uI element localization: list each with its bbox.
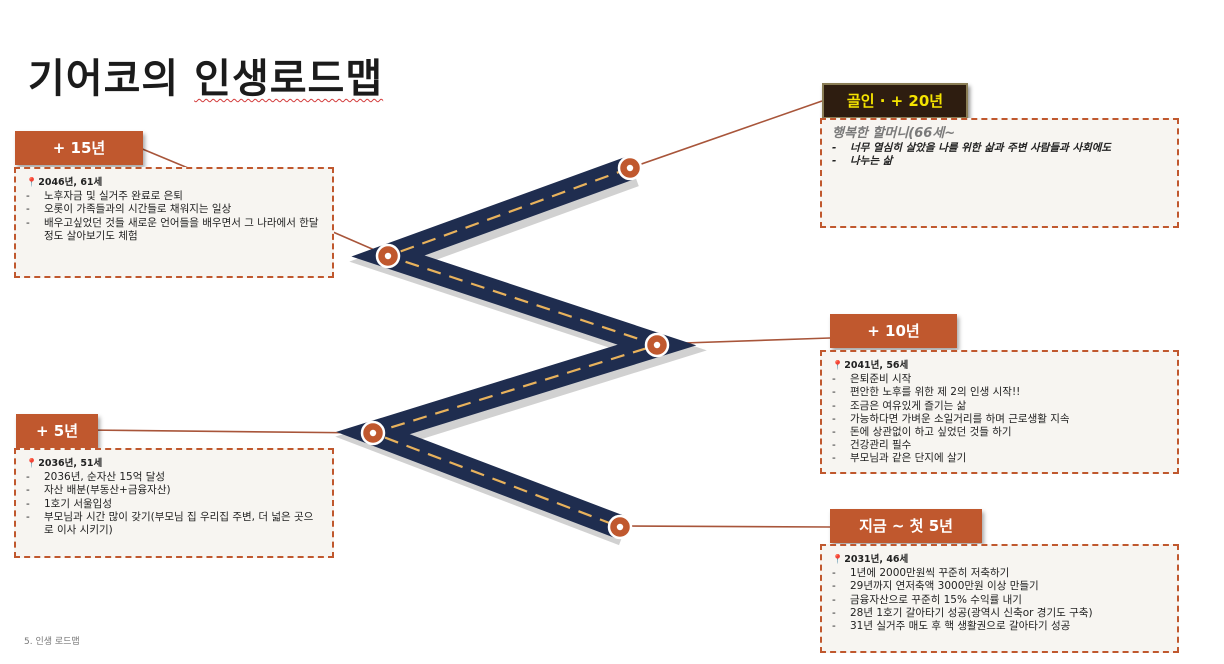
stage-list: 2036년, 순자산 15억 달성자산 배분(부동산+금융자산)1호기 서울입성… xyxy=(26,471,322,537)
list-item: 28년 1호기 갈아타기 성공(광역시 신축or 경기도 구축) xyxy=(832,607,1167,620)
list-item: 부모님과 시간 많이 갖기(부모님 집 우리집 주변, 더 넓은 곳으로 이사 … xyxy=(26,511,322,537)
list-item: 편안한 노후를 위한 제 2의 인생 시작!! xyxy=(832,386,1167,399)
stage-head: 📍2031년, 46세 xyxy=(832,554,909,565)
connector-line-15 xyxy=(139,147,189,169)
waypoint-marker xyxy=(607,514,633,540)
stage-tag-0: 지금 ~ 첫 5년 xyxy=(830,509,982,543)
list-item: 부모님과 같은 단지에 살기 xyxy=(832,452,1167,465)
stage-head: 📍2046년, 61세 xyxy=(26,177,103,188)
stage-head: 📍2036년, 51세 xyxy=(26,458,103,469)
pin-icon: 📍 xyxy=(832,361,844,371)
stage-tag-20: 골인 · + 20년 xyxy=(822,83,968,119)
list-item: 은퇴준비 시작 xyxy=(832,373,1167,386)
stage-box-5: 📍2036년, 51세 2036년, 순자산 15억 달성자산 배분(부동산+금… xyxy=(14,448,334,558)
list-item: 2036년, 순자산 15억 달성 xyxy=(26,471,322,484)
page-title-underlined: 인생로드맵 xyxy=(194,56,384,102)
pin-icon: 📍 xyxy=(26,178,38,188)
list-item: 가능하다면 가벼운 소일거리를 하며 근로생활 지속 xyxy=(832,413,1167,426)
stage-list: 은퇴준비 시작편안한 노후를 위한 제 2의 인생 시작!!조금은 여유있게 즐… xyxy=(832,373,1167,466)
list-item: 1년에 2000만원씩 꾸준히 저축하기 xyxy=(832,567,1167,580)
page-title-plain: 기어코의 xyxy=(28,56,195,102)
list-item: 너무 열심히 살았을 나를 위한 삶과 주변 사람들과 사회에도 xyxy=(832,142,1167,155)
list-item: 노후자금 및 실거주 완료로 은퇴 xyxy=(26,190,322,203)
list-item: 나누는 삶 xyxy=(832,155,1167,168)
slide-footer: 5. 인생 로드맵 xyxy=(24,637,80,647)
waypoint-markers xyxy=(360,155,670,540)
stage-list: 1년에 2000만원씩 꾸준히 저축하기29년까지 연저축액 3000만원 이상… xyxy=(832,567,1167,633)
list-item: 1호기 서울입성 xyxy=(26,498,322,511)
list-item: 31년 실거주 매도 후 핵 생활권으로 갈아타기 성공 xyxy=(832,620,1167,633)
waypoint-marker xyxy=(360,420,386,446)
list-item: 배우고싶었던 것들 새로운 언어들을 배우면서 그 나라에서 한달정도 살아보기… xyxy=(26,217,322,243)
list-item: 건강관리 필수 xyxy=(832,439,1167,452)
stage-list: 노후자금 및 실거주 완료로 은퇴오롯이 가족들과의 시간들로 채워지는 일상배… xyxy=(26,190,322,243)
list-item: 조금은 여유있게 즐기는 삶 xyxy=(832,400,1167,413)
road-path xyxy=(336,156,697,539)
pin-icon: 📍 xyxy=(832,555,844,565)
list-item: 29년까지 연저축액 3000만원 이상 만들기 xyxy=(832,580,1167,593)
stage-head: 📍2041년, 56세 xyxy=(832,360,909,371)
page-title: 기어코의 인생로드맵 xyxy=(28,46,383,104)
stage-tag-5: + 5년 xyxy=(16,414,98,448)
waypoint-marker xyxy=(375,243,401,269)
pin-icon: 📍 xyxy=(26,459,38,469)
stage-box-15: 📍2046년, 61세 노후자금 및 실거주 완료로 은퇴오롯이 가족들과의 시… xyxy=(14,167,334,278)
list-item: 돈에 상관없이 하고 싶었던 것들 하기 xyxy=(832,426,1167,439)
stage-box-0: 📍2031년, 46세 1년에 2000만원씩 꾸준히 저축하기29년까지 연저… xyxy=(820,544,1179,653)
connector-line-20 xyxy=(629,100,823,169)
list-item: 금융자산으로 꾸준히 15% 수익률 내기 xyxy=(832,594,1167,607)
stage-box-20: 행복한 할머니(66세~ 너무 열심히 살았을 나를 위한 삶과 주변 사람들과… xyxy=(820,118,1179,228)
stage-box-10: 📍2041년, 56세 은퇴준비 시작편안한 노후를 위한 제 2의 인생 시작… xyxy=(820,350,1179,474)
stage-list: 너무 열심히 살았을 나를 위한 삶과 주변 사람들과 사회에도나누는 삶 xyxy=(832,142,1167,169)
connector-line-5 xyxy=(83,429,373,434)
list-item: 자산 배분(부동산+금융자산) xyxy=(26,484,322,497)
waypoint-marker xyxy=(644,332,670,358)
connector-line-0 xyxy=(617,525,831,528)
stage-head: 행복한 할머니(66세~ xyxy=(832,126,956,141)
stage-tag-15: + 15년 xyxy=(15,131,143,165)
waypoint-marker xyxy=(617,155,643,181)
stage-tag-10: + 10년 xyxy=(830,314,957,348)
list-item: 오롯이 가족들과의 시간들로 채워지는 일상 xyxy=(26,203,322,216)
